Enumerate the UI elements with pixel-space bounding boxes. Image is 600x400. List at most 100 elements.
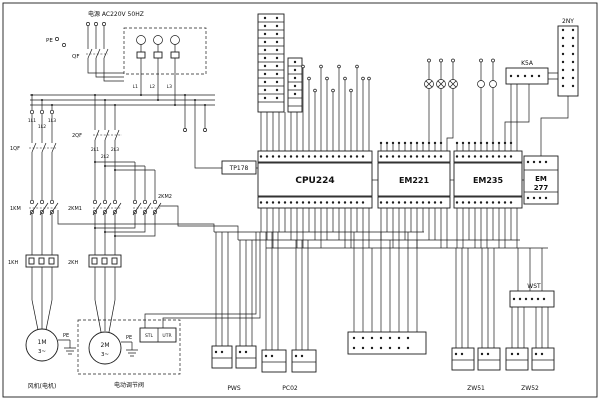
em221-module: EM221 <box>372 150 451 209</box>
junction-box-pc02: PC02 <box>261 349 317 392</box>
meter-ct <box>136 51 146 59</box>
indicator-lamps <box>379 58 519 151</box>
zw51-drops <box>455 248 495 348</box>
thermal-2kh-label: 2KH <box>68 260 78 266</box>
power-incomer: 电源 AC220V 50HZ PE QF L1 L2 L3 <box>46 10 207 105</box>
cluster-drop-wires <box>260 112 298 151</box>
breaker-1qf-contacts <box>31 142 57 153</box>
qf-breaker-contacts <box>87 48 109 59</box>
motor-1m-symbol <box>25 328 59 362</box>
aux-branch-wires <box>184 95 222 169</box>
em235-label: EM235 <box>473 176 504 185</box>
solenoid-2ny-label: 2NY <box>562 18 574 25</box>
meter-ct <box>153 51 163 59</box>
button-terminal <box>491 58 495 63</box>
motor-2m-symbol <box>88 331 122 365</box>
breaker-2qf-label: 2QF <box>72 133 82 139</box>
power-source-label: 电源 AC220V 50HZ <box>88 10 144 18</box>
pws-block-1 <box>211 345 233 369</box>
pws-label: PWS <box>227 385 241 392</box>
valve-pe-label: PE <box>126 335 132 341</box>
midstrip-drops <box>353 232 418 332</box>
fan-caption: 风机(电机) <box>28 382 57 390</box>
cpu224-module: CPU224 <box>257 150 373 209</box>
breaker-1qf-label: 1QF <box>10 146 20 152</box>
wst-drops <box>511 248 549 348</box>
relay-k5a: K5A <box>504 60 549 143</box>
pc02-block-2 <box>291 349 317 373</box>
pe-terminal <box>62 43 66 47</box>
junction-box-zw51: ZW51 <box>451 347 501 392</box>
contactor-contact <box>29 199 35 205</box>
wire-collectors <box>214 231 548 249</box>
mid-terminal-strip <box>347 331 427 355</box>
terminal-strip-mid <box>347 331 427 355</box>
cpu-output-drops <box>260 208 370 248</box>
terminal-strip <box>377 150 451 163</box>
push-button-icon <box>489 80 497 88</box>
io-bottom-wiring <box>57 205 549 350</box>
lamp-wires <box>428 62 494 143</box>
sw-stl-label: STL <box>145 333 154 339</box>
zw52-block-1 <box>505 347 529 371</box>
thermal-1kh-label: 1KH <box>8 260 18 266</box>
push-button-icon <box>477 80 485 88</box>
zw52-block-2 <box>531 347 555 371</box>
zw51-block-2 <box>477 347 501 371</box>
indicator-lamp-icon <box>436 79 446 89</box>
contactor-1km-label: 1KM <box>10 206 21 212</box>
contactor-2km1-label: 2KM1 <box>68 206 82 212</box>
fan-terminal <box>29 109 35 115</box>
fan-motor-branch: 1L1 1L2 1L3 1QF 1KM 1KH 1M 3~ PE 风机(电机) <box>8 95 76 390</box>
l2-label: L2 <box>150 84 156 90</box>
pc02-drops <box>265 232 309 350</box>
valve-ground-symbol <box>121 341 138 357</box>
motor-1m-label: 1M <box>38 339 47 346</box>
em221-label: EM221 <box>399 176 430 185</box>
em221-output-drops <box>380 208 448 248</box>
fan-t1-label: 1L1 <box>28 118 36 124</box>
pc02-label: PC02 <box>282 385 298 392</box>
tp178-label: TP178 <box>229 165 249 172</box>
sw-utr-label: UTR <box>162 333 171 339</box>
input-fan-wires <box>302 68 370 151</box>
solenoid-terminal-block <box>557 25 579 97</box>
thermal-element <box>38 257 45 265</box>
em235-module: EM235 <box>450 150 523 209</box>
meter-element <box>153 35 163 45</box>
terminal-dots <box>526 160 554 200</box>
module-top-stubs <box>380 143 518 151</box>
relay-wires <box>504 84 530 143</box>
indicator-lamp-icon <box>448 79 458 89</box>
junction-box-pws: PWS <box>211 345 257 392</box>
pws-drops <box>215 232 253 346</box>
thermal-element <box>91 257 98 265</box>
fan-terminal <box>39 109 45 115</box>
fan-t3-label: 1L3 <box>48 118 56 124</box>
valve-t1-label: 2L1 <box>91 147 99 153</box>
valve-t2-label: 2L2 <box>101 154 109 160</box>
control-wires <box>57 205 239 240</box>
thermal-element <box>101 257 108 265</box>
metering-box <box>123 27 207 75</box>
em277-label-2: 277 <box>534 184 549 192</box>
contactor-contact <box>39 199 45 205</box>
valve-caption: 电动调节阀 <box>114 381 144 389</box>
fan-t2-label: 1L2 <box>38 124 46 130</box>
em277-dividers <box>522 169 558 193</box>
supply-terminal <box>102 22 106 26</box>
fan-ground-symbol <box>58 339 76 355</box>
supply-wires <box>87 26 105 70</box>
terminal-block-b-rows <box>288 65 302 107</box>
lamp-terminal <box>451 58 455 63</box>
zw51-block-1 <box>451 347 475 371</box>
limit-switch-wires <box>144 232 261 328</box>
supply-terminal <box>86 22 90 26</box>
hmi-tp178: TP178 <box>221 160 258 175</box>
meter-wires <box>140 44 176 52</box>
wst-label: WST <box>527 283 541 290</box>
valve-t3-label: 2L3 <box>111 147 119 153</box>
fan-terminal <box>49 109 55 115</box>
